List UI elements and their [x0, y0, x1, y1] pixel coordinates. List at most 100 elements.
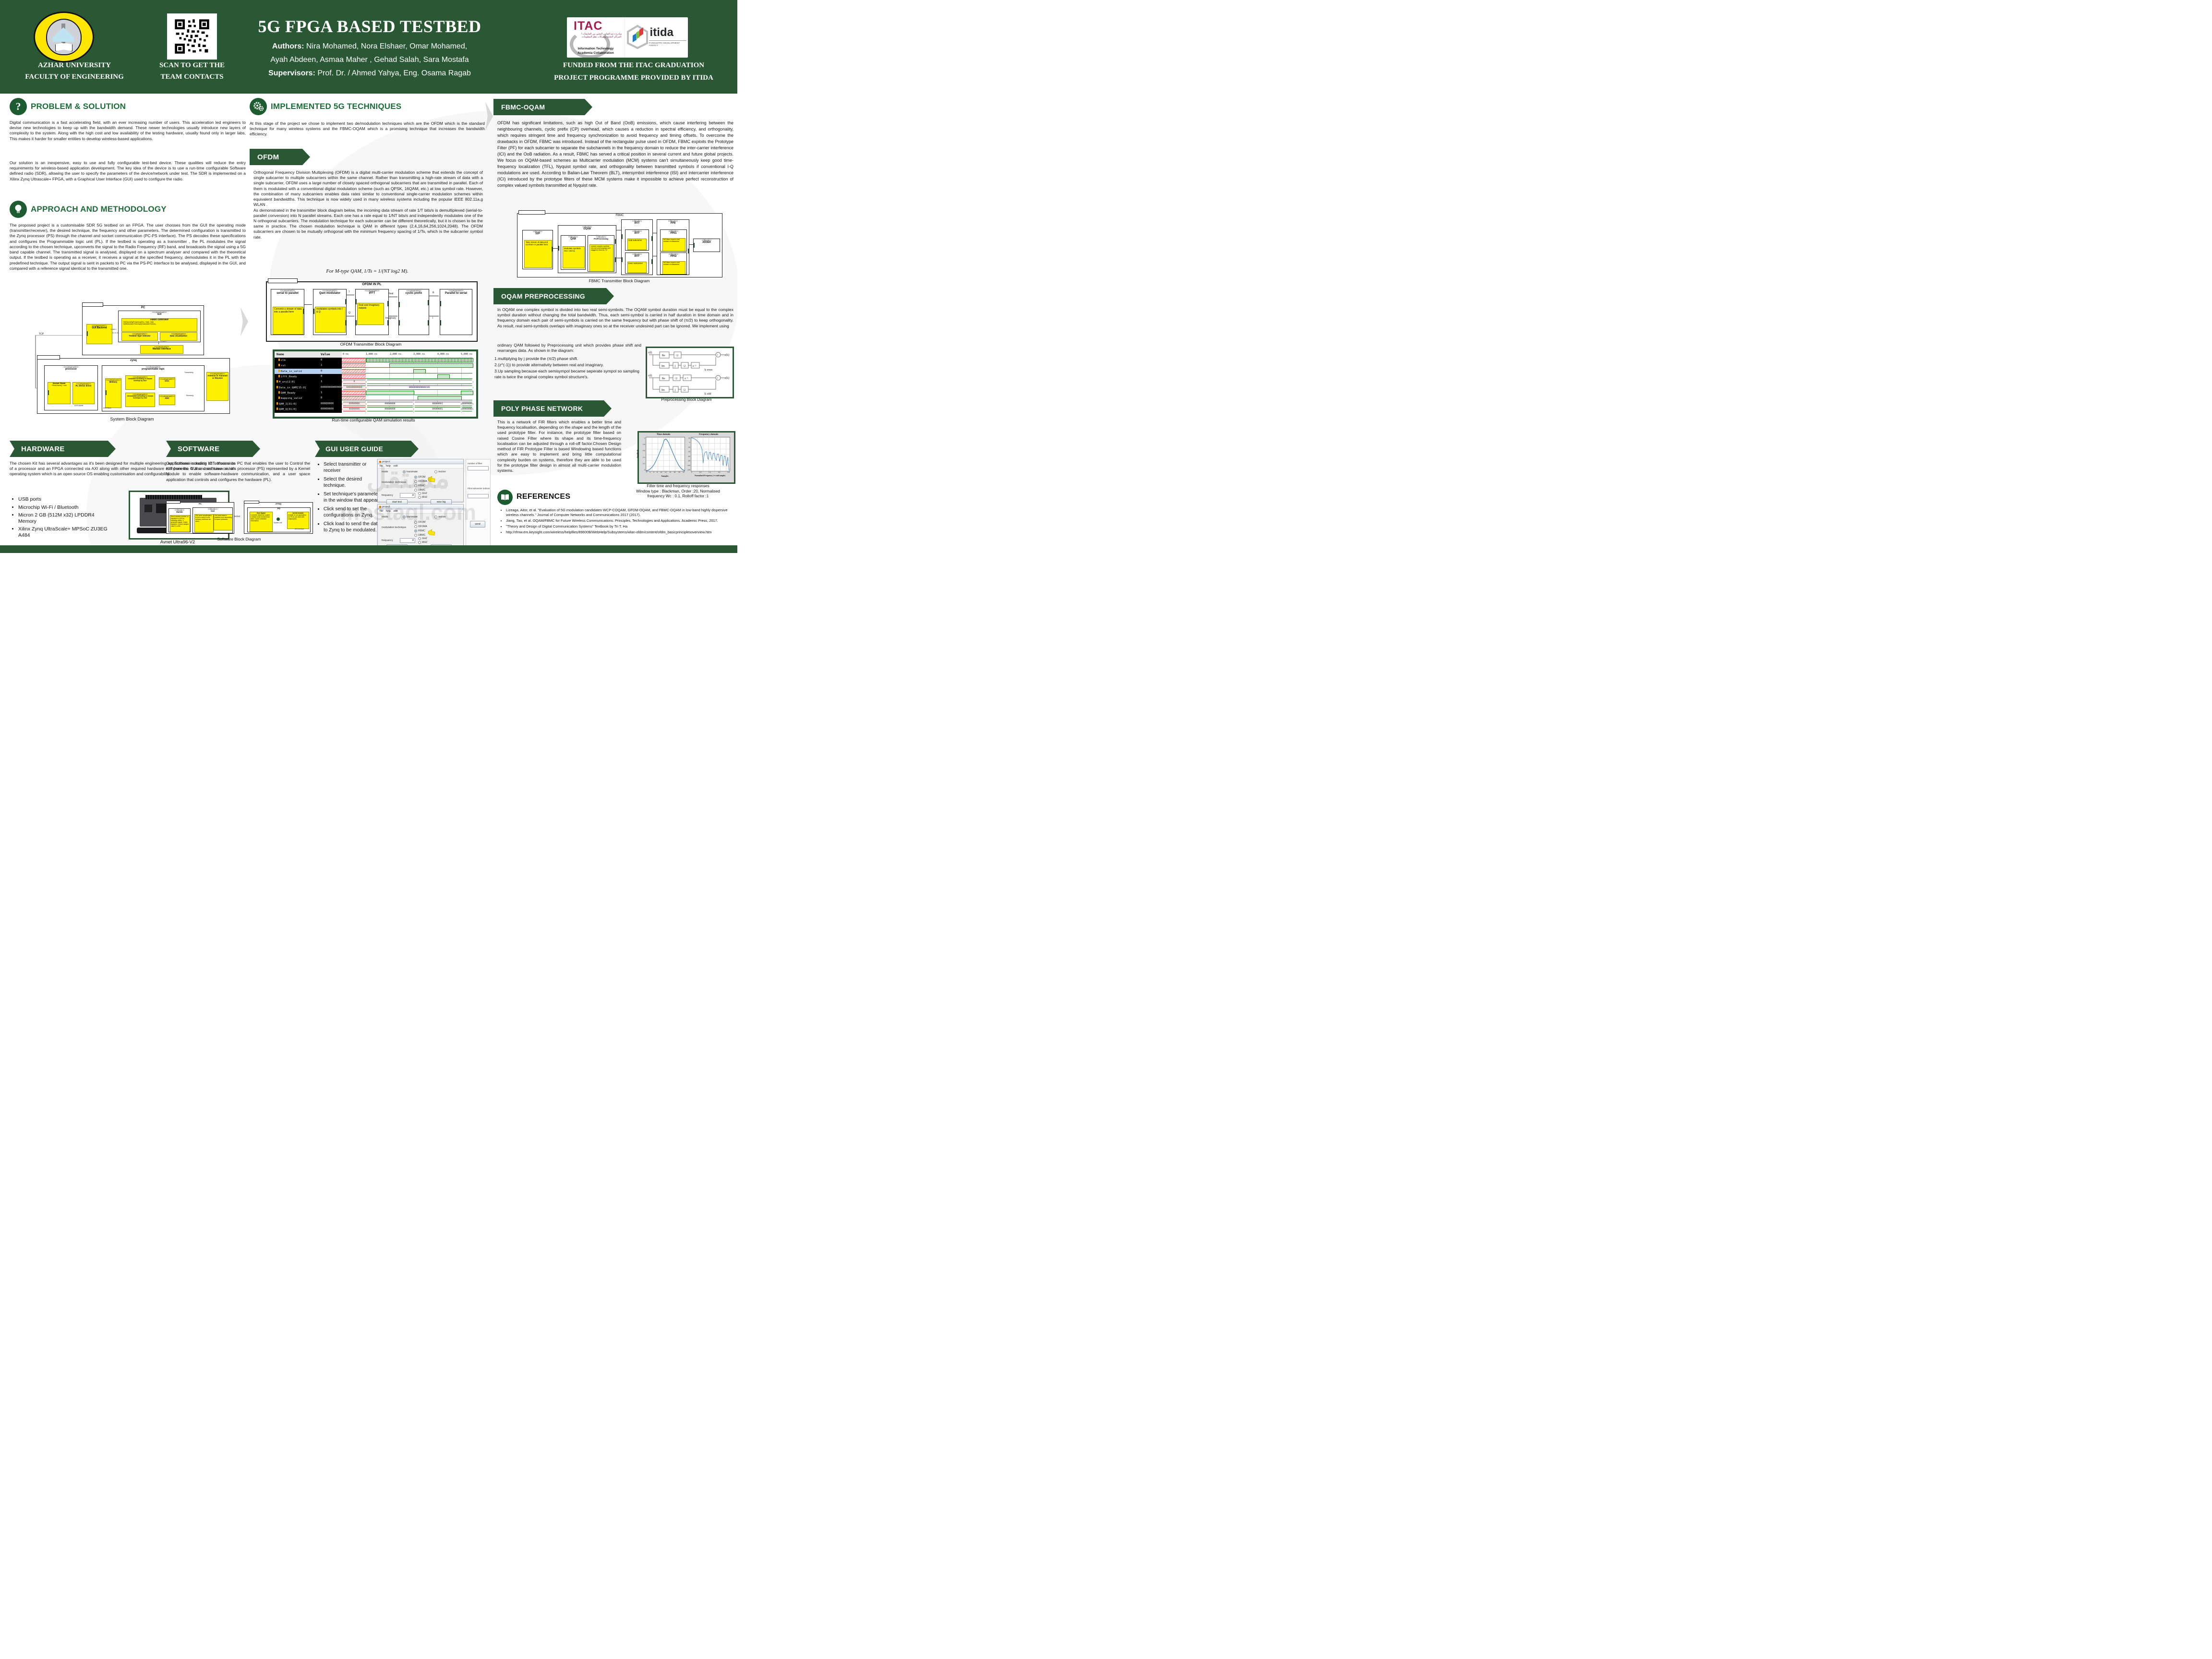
gui-guide-bullet-list: Select transmitter or receiver Select th… — [317, 462, 383, 535]
transmate-radio[interactable]: transmate — [403, 470, 418, 473]
mode-label: mode — [382, 470, 388, 473]
menu-file[interactable]: file — [380, 465, 383, 468]
oqam-title: OQAM PREPROCESSING — [501, 292, 585, 300]
number-of-filter-input[interactable] — [468, 466, 489, 470]
svg-text:+: + — [717, 377, 719, 380]
tcp-label: TCP — [39, 333, 44, 336]
send-button[interactable]: send — [470, 521, 485, 528]
signal-imaginary-label: Imaginary — [385, 317, 396, 320]
menu-file[interactable]: file — [380, 510, 383, 513]
azhar-university-logo — [34, 12, 94, 62]
mhz-radio[interactable]: MHZ — [418, 541, 427, 544]
svg-text:j: j — [674, 389, 676, 392]
use-label: <<use>> — [160, 341, 167, 343]
mhz-radio[interactable]: MHZ — [418, 496, 427, 499]
zynq-title: zynq — [130, 359, 137, 362]
wave-data-in-valid — [342, 369, 472, 374]
fbmc-paragraph: OFDM has significant limitations, such a… — [497, 120, 733, 188]
itac-logo-text: ITAC — [574, 19, 603, 33]
ubmc-radio[interactable]: UBMC — [414, 489, 425, 492]
board-caption: Avnet Ultra96-V2 — [160, 540, 195, 545]
reciver-radio[interactable]: reciver — [434, 470, 446, 473]
gui-guide-title: GUI USER GUIDE — [325, 445, 384, 453]
frequancy-input[interactable]: 8 — [400, 493, 415, 498]
svg-text:k odd: k odd — [705, 393, 711, 396]
svg-text:j: j — [674, 365, 676, 368]
watermark-arabic: مستقل — [366, 463, 450, 494]
ofdm-paragraph-1: Orthogonal Frequency Division Multiplexi… — [253, 170, 483, 207]
menu-help[interactable]: help — [385, 465, 391, 468]
memory-box: <<component>> Memory — [105, 378, 121, 408]
reference-item: Jiang, Tao, et al. OQAM/FBMC for Future … — [506, 518, 737, 523]
note-qam: modulates symbols into I & Q — [315, 307, 346, 333]
oqam-numbered-list: 1.multiplying by j provide the (π/2) pha… — [494, 356, 642, 380]
oqam-block: <<block>> OQAM <<block>> QAM Modulate sy… — [558, 225, 616, 273]
signal-icon — [276, 408, 278, 410]
sw-matlab-box: <<block>> Matlab Send random number of s… — [168, 508, 191, 532]
pilot-indices-input[interactable] — [468, 494, 489, 498]
time-tick: 3,000 ns — [413, 353, 425, 356]
authors-names-1: Nira Mohamed, Nora Elshaer, Omar Mohamed… — [304, 42, 468, 50]
problem-paragraph-2: Our solution is an inexpensive, easy to … — [10, 160, 246, 181]
header-band: AZHAR UNIVERSITY FACULTY OF ENGINEERING — [0, 0, 737, 94]
processor-box: <<component>> processor Socket Stack +Se… — [44, 365, 98, 410]
ofdm-radio[interactable]: OFDM — [414, 476, 425, 479]
dac-box: <<component>> DAC — [159, 377, 175, 388]
ghz-radio[interactable]: GHZ — [418, 492, 427, 495]
hardware-ribbon: HARDWARE — [10, 441, 116, 457]
programmable-logic-box: <<component>> programmable logic <<compo… — [102, 365, 204, 411]
qr-caption-line2: TEAM CONTACTS — [160, 73, 224, 81]
authors-line1: Authors: Nira Mohamed, Nora Elshaer, Oma… — [235, 42, 504, 51]
signal-icon — [278, 370, 280, 372]
data-visualization-box: <<component>> Data visualization — [160, 332, 197, 341]
oqam-paragraph-2: ordinary QAM followed by Preprocessing u… — [497, 343, 641, 353]
fbmc-radio[interactable]: FBMC — [414, 484, 425, 487]
svg-text:↑2: ↑2 — [675, 354, 678, 357]
ppn-block: <<block>> PPN <<block>> PPN1 N/2 filters… — [657, 219, 689, 275]
approach-section-title: APPROACH AND METHODOLOGY — [31, 204, 167, 214]
number-of-filter-label: number of filter — [468, 462, 482, 465]
ofdma-radio[interactable]: OFDMA — [414, 525, 427, 528]
ofdm-radio[interactable]: OFDM — [414, 521, 425, 524]
ubmc-radio[interactable]: UBMC — [414, 534, 425, 537]
svg-text:x(k): x(k) — [724, 376, 729, 380]
menu-help[interactable]: help — [385, 510, 391, 513]
fbmc-radio[interactable]: FBMC — [414, 529, 425, 532]
svg-text:x(k): x(k) — [724, 353, 729, 357]
svg-text:Re: Re — [662, 354, 665, 357]
hand-cursor-icon — [428, 529, 435, 536]
time-tick: 2,000 ns — [390, 353, 402, 356]
ifft-odd-block: <<block>> IFFT Odd subcarrier — [625, 229, 649, 251]
pilot-indices-label: Pilot subcarrier indices — [468, 487, 490, 490]
frequancy-input[interactable]: 8 — [400, 538, 415, 543]
sw-zynq-box: ZYNQ PS User Space 1-receive data from s… — [244, 501, 313, 534]
transmitting-label: Transmitting — [184, 372, 193, 373]
reference-link[interactable]: http://rfmw.em.keysight.com/wireless/hel… — [506, 530, 737, 535]
signal-icon — [276, 380, 278, 383]
ghz-radio[interactable]: GHZ — [418, 537, 427, 540]
implemented-paragraph: At this stage of the project we chose to… — [250, 121, 485, 137]
time-plot-xlabel: Samples — [661, 475, 669, 477]
system-block-diagram: TCP PC <<component>> GUI Backend <<compo… — [31, 301, 233, 421]
gui-box: <<component>> GUI Radio controller +setO… — [118, 311, 201, 342]
reciver-radio[interactable]: reciver — [434, 516, 446, 518]
frequancy-label: frequancy — [382, 539, 393, 542]
uml-parallel-to-serial: <<component>> Parallel to serial — [440, 289, 472, 335]
menu-edit[interactable]: edit — [393, 465, 398, 468]
uml-serial-to-parallel: <<component>> serial to parallel Convert… — [271, 289, 304, 335]
ofdma-radio[interactable]: OFDMA — [414, 480, 427, 483]
waveform-col-value: Value — [321, 352, 330, 356]
hardware-bullet: Micron 2 GB (512M x32) LPDDR4 Memory — [18, 512, 109, 524]
menu-edit[interactable]: edit — [393, 510, 398, 513]
matlab-interface-box: <<component>> Matlab interface — [140, 345, 183, 354]
time-plot-ylabel: Amplitude — [636, 449, 639, 458]
software-block-diagram: PC <<block>> Matlab Send random number o… — [166, 500, 313, 535]
ofdm-paragraphs: Orthogonal Frequency Division Multiplexi… — [253, 170, 483, 240]
transmate-radio[interactable]: transmate — [403, 516, 418, 518]
wave-clk — [342, 358, 473, 363]
signal-q-label: Q — [349, 312, 350, 314]
note-serial: Converts a stream of data into a paralle… — [273, 307, 303, 335]
azhar-arch-icon — [53, 27, 74, 42]
